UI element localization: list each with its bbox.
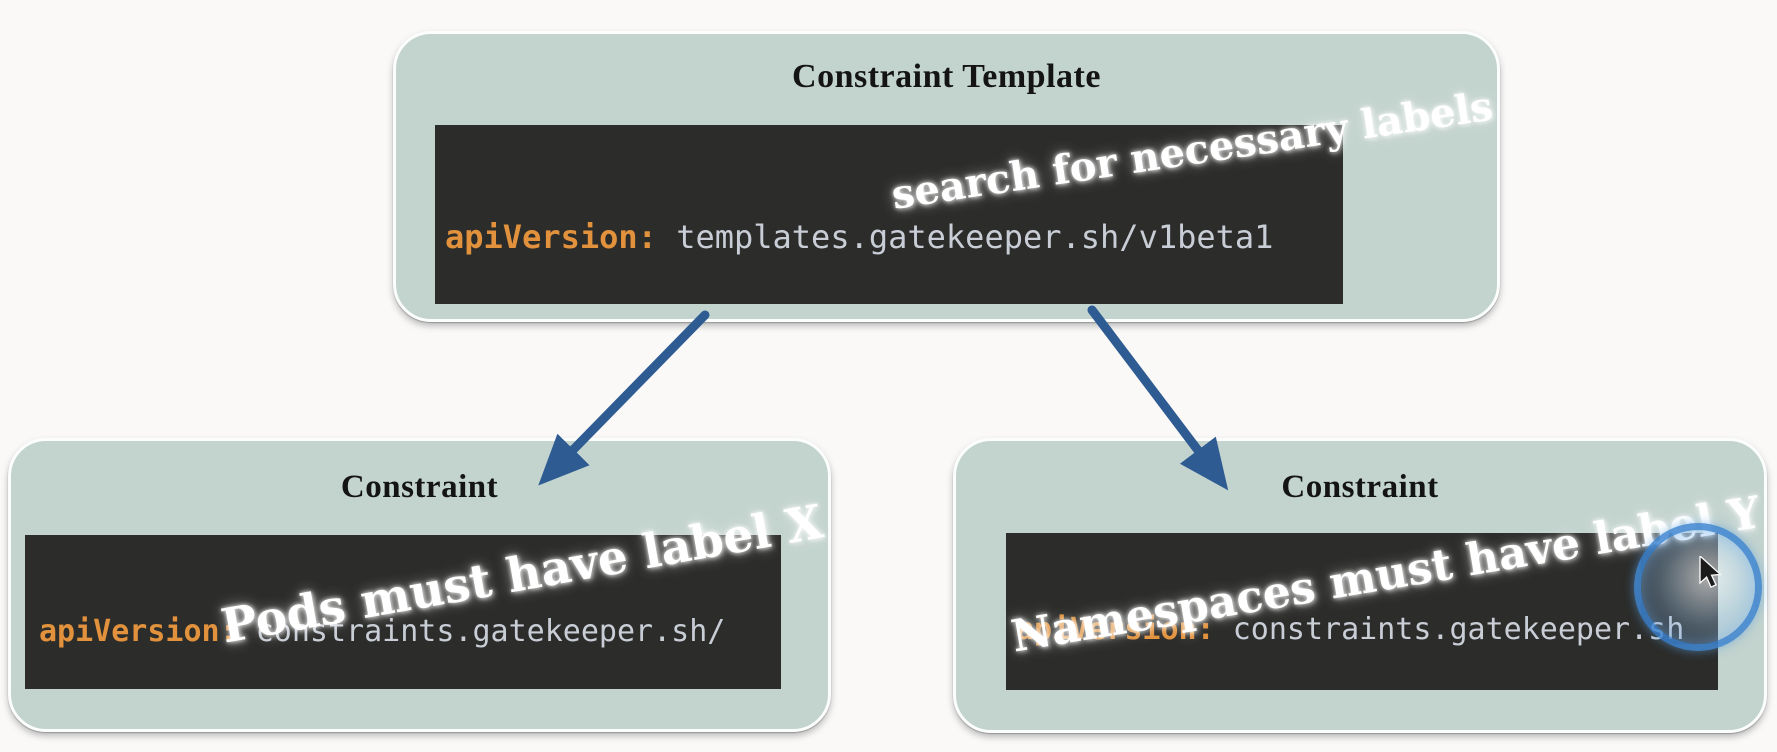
- constraint-namespaces-yaml: apiVersion: constraints.gatekeeper.sh ki…: [1006, 533, 1718, 690]
- yaml-line-apiversion: apiVersion: templates.gatekeeper.sh/v1be…: [445, 218, 1274, 256]
- constraint-pods-yaml: apiVersion: constraints.gatekeeper.sh/ k…: [25, 535, 781, 689]
- yaml-line-apiversion: apiVersion: constraints.gatekeeper.sh: [1016, 612, 1685, 647]
- constraint-left-title: Constraint: [340, 469, 499, 505]
- constraint-namespaces-box: Constraint apiVersion: constraints.gatek…: [953, 438, 1767, 733]
- click-highlight-circle: [1634, 523, 1762, 651]
- constraint-right-title: Constraint: [1281, 469, 1439, 505]
- constraint-template-title: Constraint Template: [792, 58, 1101, 95]
- yaml-line-apiversion: apiVersion: constraints.gatekeeper.sh/: [39, 614, 726, 649]
- arrow-template-to-namespaces: [1087, 305, 1229, 491]
- constraint-template-yaml: apiVersion: templates.gatekeeper.sh/v1be…: [435, 125, 1343, 304]
- cursor-pointer-icon: [1699, 556, 1723, 589]
- constraint-pods-box: Constraint apiVersion: constraints.gatek…: [8, 438, 831, 732]
- constraint-template-box: Constraint Template apiVersion: template…: [393, 31, 1500, 322]
- arrow-template-to-pods: [538, 310, 710, 486]
